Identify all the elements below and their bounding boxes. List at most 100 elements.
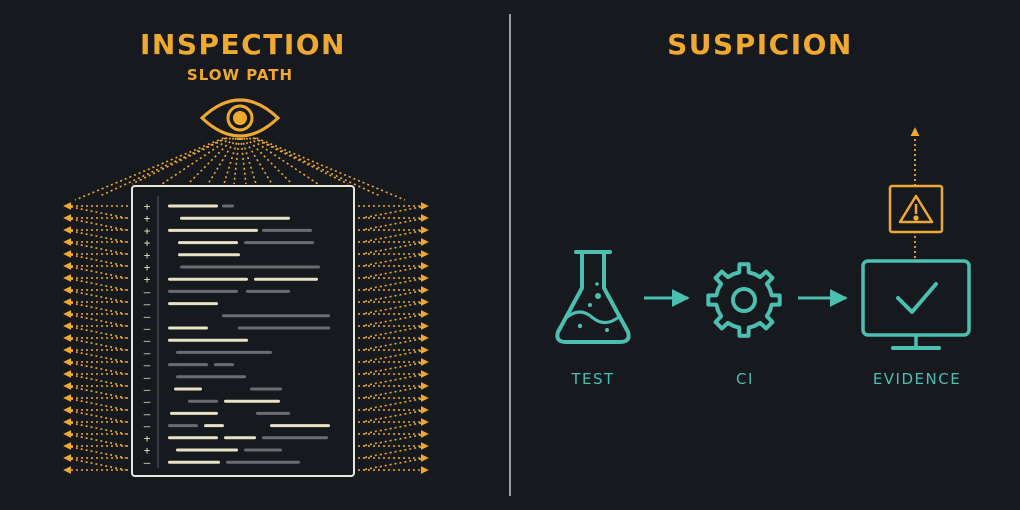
diff-code-line [168,436,218,440]
right-zigzag [361,205,427,219]
gaze-ray [243,137,273,185]
diff-marker: + [144,249,151,262]
diff-code-line [262,436,328,440]
step-label-evidence: EVIDENCE [872,370,962,388]
right-zigzag [361,373,427,387]
left-zigzag [65,409,127,423]
left-zigzag [65,325,127,339]
left-zigzag [65,373,127,387]
gaze-ray [241,137,257,185]
diff-code-line [176,375,246,379]
diff-code-line [244,241,314,245]
gaze-ray [245,137,293,185]
warning-icon [888,184,944,234]
diff-marker: – [144,322,151,335]
gear-outline [706,262,782,338]
left-zigzag [65,265,127,279]
diff-code-line [226,460,300,464]
diff-code-line [188,399,218,403]
diff-code-line [250,387,282,391]
gaze-ray [256,137,406,201]
left-zigzag [65,397,127,411]
left-zigzag [65,457,127,471]
right-zigzag [361,277,427,291]
gaze-ray [248,137,319,185]
diff-code-line [224,436,256,440]
diff-code-line [238,326,330,330]
step-label-test: TEST [571,370,615,388]
left-zigzag [65,229,127,243]
diff-code-line [174,387,202,391]
diff-code-line [168,326,208,330]
left-zigzag [65,337,127,351]
diff-marker: – [144,334,151,347]
diff-code-line [178,241,238,245]
diff-marker: – [144,420,151,433]
right-zigzag [361,253,427,267]
right-zigzag [361,265,427,279]
left-zigzag [65,241,127,255]
diff-code-line [168,302,218,306]
diff-markers: +++++++––––––––––––++– [144,200,151,469]
diff-marker: + [144,224,151,237]
right-zigzag [361,313,427,327]
right-zigzag [361,217,427,231]
left-zigzag [65,277,127,291]
gaze-ray [253,137,381,197]
gaze-ray [207,137,237,185]
right-zigzag [361,445,427,459]
gaze-ray [233,137,241,185]
diff-code-line [176,350,272,354]
gaze-ray [223,137,239,185]
diff-marker: – [144,371,151,384]
diff-code-line [170,411,218,415]
step-label-ci: CI [736,370,754,388]
diff-code-line [168,460,220,464]
right-zigzag [361,361,427,375]
diff-marker: – [144,310,151,323]
diff-code-line [254,277,318,281]
right-zigzag [361,397,427,411]
right-zigzag [361,433,427,447]
left-zigzag [65,289,127,303]
diff-marker: + [144,444,151,457]
monitor-check-icon [861,259,971,350]
gaze-ray [74,137,224,201]
gaze-ray [161,137,232,185]
eye-icon [199,98,281,138]
left-zigzag [65,217,127,231]
right-zigzag [361,289,427,303]
inspection-title: INSPECTION [140,28,346,61]
gaze-ray [187,137,235,185]
diff-marker: – [144,395,151,408]
diff-code-line [204,424,224,428]
left-zigzag [65,385,127,399]
gaze-ray [99,137,227,197]
left-zigzag [65,205,127,219]
diff-code-line [178,253,240,257]
diff-code-line [222,204,234,208]
diff-code-line [256,411,290,415]
gear-hub [731,287,757,313]
right-zigzag [361,457,427,471]
left-zigzag [65,253,127,267]
diff-marker: – [144,285,151,298]
diff-lines [168,204,330,464]
diff-code-line [168,289,238,293]
diff-code-line [246,289,290,293]
diff-code-line [214,363,234,367]
diff-marker: – [144,298,151,311]
diff-marker: – [144,346,151,359]
diff-code-line [224,399,280,403]
left-zigzag [65,421,127,435]
diff-code-line [176,448,238,452]
flask-icon [555,250,631,344]
diff-code-line [168,363,208,367]
right-zigzag [361,241,427,255]
diff-document [131,185,355,477]
gaze-rays [74,137,406,201]
diff-code-line [262,228,312,232]
diff-marker: + [144,273,151,286]
left-zigzag [65,433,127,447]
